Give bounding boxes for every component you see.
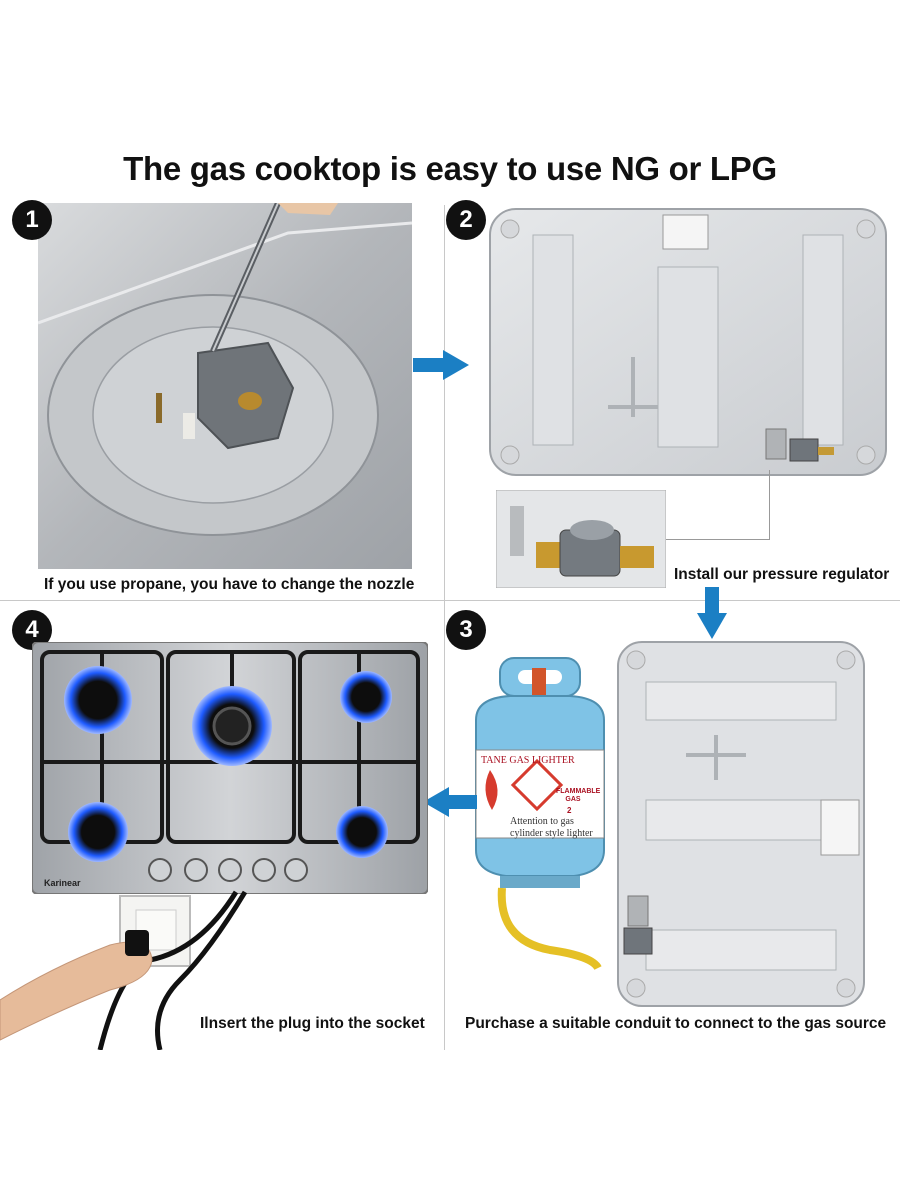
step-2-caption: Install our pressure regulator xyxy=(674,566,890,583)
divider-vertical-top xyxy=(444,205,445,600)
tank-label-line2: cylinder style lighter xyxy=(510,828,593,839)
step-4-caption: Ilnsert the plug into the socket xyxy=(200,1015,425,1032)
gas-tank-image xyxy=(470,650,610,980)
socket-and-hand-image xyxy=(0,890,270,1050)
step-1-image xyxy=(38,203,412,569)
step-1-caption: If you use propane, you have to change t… xyxy=(44,576,415,593)
tank-hazard-text: FLAMMABLE GAS xyxy=(556,788,601,803)
step-3-cooktop-bottom-image xyxy=(616,640,866,1008)
cooktop-brand: Karinear xyxy=(44,878,81,888)
arrow-down-icon xyxy=(697,587,727,639)
step-2-badge: 2 xyxy=(446,200,486,240)
step-2-cooktop-bottom-image xyxy=(488,207,888,477)
divider-vertical-bottom xyxy=(444,600,445,1050)
page-title: The gas cooktop is easy to use NG or LPG xyxy=(123,150,777,187)
arrow-left-icon xyxy=(423,787,477,817)
tank-label-line1: Attention to gas xyxy=(510,816,574,827)
tank-hazard-number: 2 xyxy=(567,806,572,815)
step-3-badge: 3 xyxy=(446,610,486,650)
step-1-badge: 1 xyxy=(12,200,52,240)
divider-horizontal xyxy=(0,600,900,601)
step-4-cooktop-image xyxy=(32,642,428,894)
arrow-right-icon xyxy=(413,350,469,380)
tank-label-top: TANE GAS LIGHTER xyxy=(481,755,575,766)
step-2-regulator-closeup xyxy=(496,490,666,588)
step-3-caption: Purchase a suitable conduit to connect t… xyxy=(465,1015,887,1032)
callout-line xyxy=(666,539,770,540)
callout-line-vertical xyxy=(769,470,770,540)
